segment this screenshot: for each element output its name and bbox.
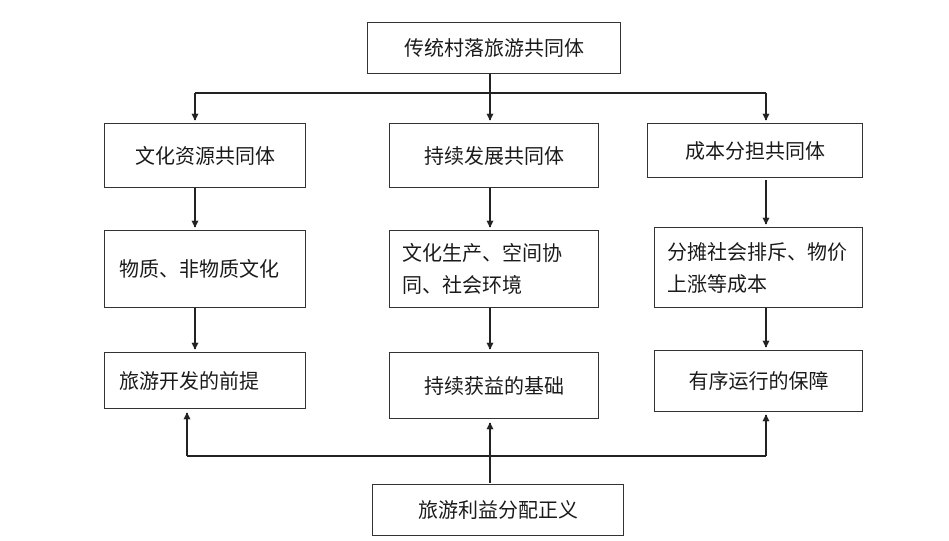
content-node-cost: 分摊社会排斥、物价上涨等成本 <box>654 227 863 308</box>
community-node-label: 成本分担共同体 <box>685 138 825 163</box>
content-node-label: 分摊社会排斥、物价上涨等成本 <box>667 239 847 296</box>
content-node-sustainable: 文化生产、空间协同、社会环境 <box>389 230 599 308</box>
root-node-label: 传统村落旅游共同体 <box>404 36 584 60</box>
content-node-culture: 物质、非物质文化 <box>104 230 306 308</box>
community-node-label: 文化资源共同体 <box>135 143 275 168</box>
role-node-label: 有序运行的保障 <box>688 369 829 393</box>
role-node-label: 持续获益的基础 <box>424 373 564 398</box>
community-node-label: 持续发展共同体 <box>424 143 564 168</box>
community-node-sustainable: 持续发展共同体 <box>389 123 599 188</box>
community-node-culture: 文化资源共同体 <box>104 123 306 188</box>
role-node-cost: 有序运行的保障 <box>654 350 863 412</box>
content-node-label: 物质、非物质文化 <box>119 257 279 281</box>
root-node: 传统村落旅游共同体 <box>367 22 621 74</box>
role-node-sustainable: 持续获益的基础 <box>389 352 599 419</box>
bottom-node: 旅游利益分配正义 <box>372 484 624 536</box>
community-node-cost: 成本分担共同体 <box>647 123 863 178</box>
content-node-label: 文化生产、空间协同、社会环境 <box>402 241 562 297</box>
role-node-culture: 旅游开发的前提 <box>104 352 306 409</box>
bottom-node-label: 旅游利益分配正义 <box>418 498 578 522</box>
role-node-label: 旅游开发的前提 <box>119 368 259 393</box>
